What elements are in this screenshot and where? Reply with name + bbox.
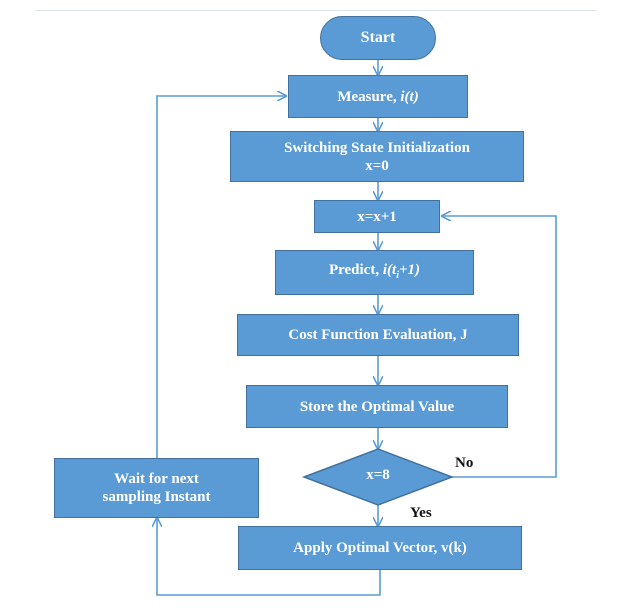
predict-subscript: i <box>396 269 399 281</box>
store-optimal-label: Store the Optimal Value <box>299 398 455 415</box>
initialization-label: Switching State Initialization <box>284 139 470 156</box>
decision-yes-label: Yes <box>410 505 432 521</box>
measure-variable: i(t) <box>400 88 419 105</box>
arrow-apply-to-wait <box>157 518 381 596</box>
arrow-wait-to-measure <box>156 96 286 458</box>
decision-no-label: No <box>455 455 474 471</box>
apply-vector-label: Apply Optimal Vector, v(k) <box>293 540 467 556</box>
increment-label: x=x+1 <box>357 208 397 225</box>
arrow-no-loop <box>442 216 557 478</box>
predict-variable-suffix: +1) <box>398 261 421 278</box>
predict-variable-prefix: i(t <box>382 261 397 278</box>
measure-box: Measure, i(t) <box>288 75 468 118</box>
measure-line: Measure, i(t) <box>337 88 418 106</box>
cost-function-label: Cost Function Evaluation, J <box>288 327 468 343</box>
store-optimal-box: Store the Optimal Value <box>246 385 508 428</box>
cost-function-box: Cost Function Evaluation, J <box>237 314 519 356</box>
predict-line: Predict, i(ti+1) <box>329 261 420 285</box>
wait-label-line1: Wait for next <box>114 471 199 487</box>
measure-label: Measure, <box>337 88 401 105</box>
decision-label: x=8 <box>366 467 390 483</box>
wait-label-line2: sampling Instant <box>102 489 211 505</box>
predict-label: Predict, <box>328 261 383 278</box>
wait-box: Wait for next sampling Instant <box>54 458 259 518</box>
apply-vector-box: Apply Optimal Vector, v(k) <box>238 526 522 570</box>
initialization-box: Switching State Initialization x=0 <box>230 131 524 182</box>
initialization-value: x=0 <box>365 157 389 174</box>
start-terminal: Start <box>320 16 436 60</box>
start-label: Start <box>360 29 396 46</box>
top-divider <box>36 10 596 11</box>
increment-box: x=x+1 <box>314 200 440 233</box>
decision-diamond <box>301 448 455 506</box>
predict-box: Predict, i(ti+1) <box>275 250 474 295</box>
predict-variable: i(ti+1) <box>382 261 421 281</box>
